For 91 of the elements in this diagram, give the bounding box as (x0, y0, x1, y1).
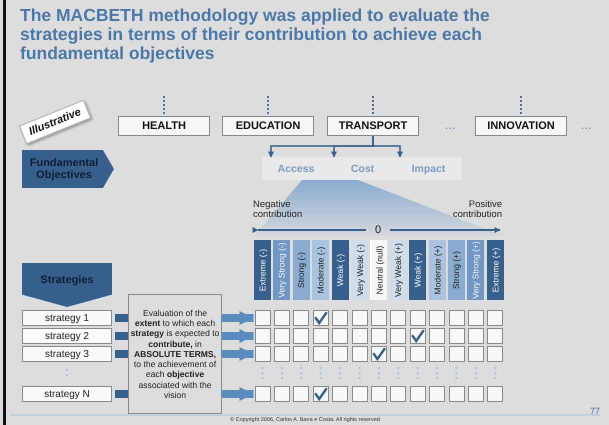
block-arrow (222, 311, 254, 325)
rating-checkbox (352, 310, 368, 326)
rating-checkbox (390, 310, 406, 326)
dotted-connector (163, 96, 165, 116)
scale-column-header: Extreme (-) (254, 240, 271, 300)
rating-checkbox (487, 310, 504, 326)
rating-checkbox (274, 346, 290, 362)
rating-checkbox (370, 328, 387, 344)
sub-objective: Cost (330, 157, 395, 180)
scale-column-header: Very Strong (+) (467, 240, 484, 300)
rating-checkbox (293, 310, 310, 326)
rating-checkbox (468, 328, 484, 344)
ellipsis: ... (444, 118, 456, 132)
rating-checkbox (293, 346, 310, 362)
objective-box: INNOVATION (475, 116, 567, 136)
rating-checkbox (332, 386, 348, 402)
rating-checkbox (390, 346, 406, 362)
rating-checkbox (352, 346, 368, 362)
block-arrow (222, 387, 254, 401)
scale-column-header: Extreme (+) (486, 240, 504, 300)
scale-column-header: Weak (+) (409, 240, 426, 300)
rating-checkbox (410, 386, 426, 402)
rating-checkbox (468, 386, 484, 402)
rating-checkbox (370, 310, 387, 326)
rating-checkbox (468, 310, 484, 326)
rating-checkbox (390, 328, 406, 344)
rating-checkbox (468, 346, 484, 362)
rating-checkbox (370, 386, 387, 402)
rating-checkbox (332, 346, 348, 362)
strategy-box: strategy N (22, 386, 112, 402)
rating-checkbox (390, 386, 406, 402)
rating-checkbox (410, 346, 426, 362)
ellipsis: ... (580, 118, 592, 132)
rating-checkbox (487, 386, 504, 402)
rating-checkbox (410, 310, 426, 326)
rating-checkbox (429, 310, 446, 326)
sub-objective: Access (262, 157, 330, 180)
rating-checkbox (254, 386, 270, 402)
scale-column-header: Weak (-) (332, 240, 349, 300)
scale-column-header: Very Weak (+) (390, 240, 407, 300)
rating-checkbox (352, 386, 368, 402)
rating-checkbox (274, 386, 290, 402)
section-arrow-label: Fundamental Objectives (22, 150, 114, 188)
rating-checkbox (254, 328, 270, 344)
dotted-connector (267, 96, 269, 116)
page-number: 77 (588, 407, 600, 417)
rating-checkbox (487, 328, 504, 344)
rating-checkbox (429, 386, 446, 402)
rating-checkbox (332, 310, 348, 326)
scale-column-header: Strong (+) (448, 240, 465, 300)
rating-checkbox (312, 328, 329, 344)
rating-checkbox (332, 328, 348, 344)
section-arrow-label: Strategies (22, 263, 112, 307)
rating-checkbox (448, 346, 464, 362)
strategy-box: strategy 2 (22, 328, 112, 344)
arrow (372, 136, 403, 158)
rating-checkbox (429, 346, 446, 362)
rating-checkbox (274, 310, 290, 326)
sub-objective: Impact (395, 157, 462, 180)
scale-column-header: Moderate (-) (312, 240, 330, 300)
rating-checkbox (293, 386, 310, 402)
rating-checkbox (448, 386, 464, 402)
zero-mark: 0 (374, 224, 382, 236)
scale-column-header: Very Weak (-) (351, 240, 368, 300)
rating-checkbox (487, 346, 504, 362)
objective-box: HEALTH (118, 116, 210, 136)
rating-checkbox (448, 328, 464, 344)
rating-checkbox (429, 328, 446, 344)
block-arrow (222, 329, 254, 343)
scale-column-header: Moderate (+) (428, 240, 446, 300)
strategy-box: strategy 3 (22, 346, 112, 362)
evaluation-box: Evaluation of the extent to which each strategy is expected to contribute, in ABSOLUTE TERMS, to the achievement of each objective associated with the vision (128, 294, 222, 414)
strategy-box: strategy 1 (22, 310, 112, 326)
scale-end-label: Negative contribution (253, 200, 304, 221)
rating-checkbox (254, 310, 270, 326)
rating-checkbox (254, 346, 270, 362)
rating-checkbox (312, 346, 329, 362)
scale-column-header: Strong (-) (292, 240, 310, 300)
rating-checkbox (352, 328, 368, 344)
rating-checkbox (293, 328, 310, 344)
rating-checkbox (448, 310, 464, 326)
rating-checkbox (274, 328, 290, 344)
objective-box: EDUCATION (222, 116, 314, 136)
slide-title: The MACBETH methodology was applied to evaluate the strategies in terms of their contribution to achieve each fundamental objectives (20, 6, 491, 63)
scale-column-header: Very Strong (-) (273, 240, 290, 300)
objective-box: TRANSPORT (327, 116, 419, 136)
block-arrow (222, 347, 254, 361)
scale-end-label: Positive contribution (452, 200, 502, 221)
dotted-connector (520, 96, 522, 116)
scale-column-header: Neutral (null) (370, 240, 388, 300)
dotted-connector (372, 96, 374, 116)
